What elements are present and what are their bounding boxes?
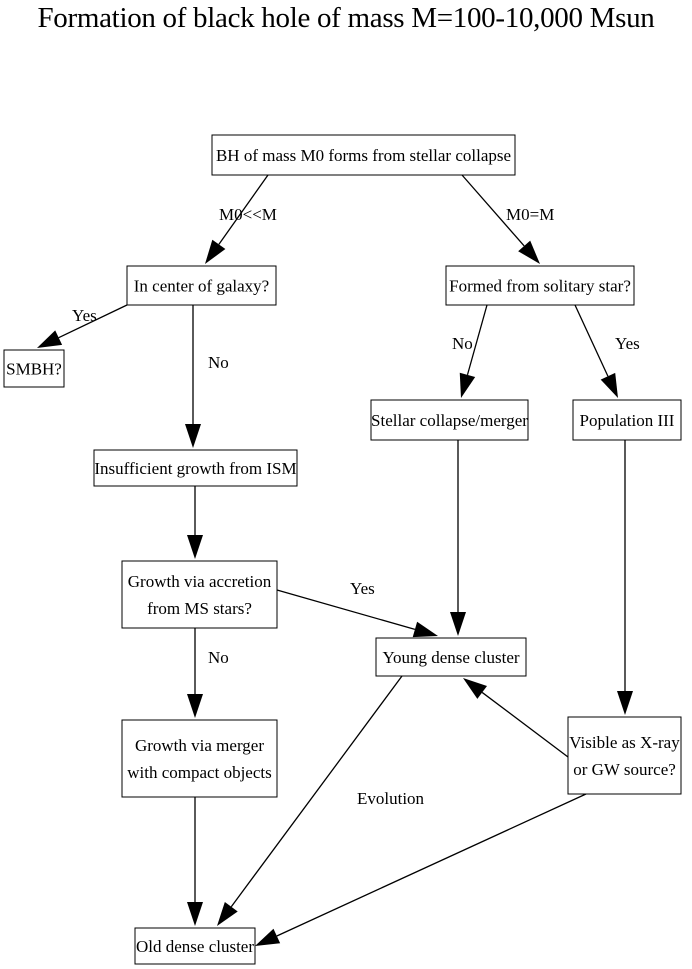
- arrowhead: [37, 330, 63, 348]
- node-box: [567, 716, 682, 795]
- edge-line: [218, 174, 269, 245]
- arrowhead: [187, 535, 203, 559]
- node-pop3: Population III: [572, 399, 682, 441]
- node-label: Insufficient growth from ISM: [94, 459, 296, 478]
- arrowhead: [518, 240, 540, 264]
- node-young: Young dense cluster: [375, 637, 527, 677]
- node-label: In center of galaxy?: [134, 277, 269, 296]
- node-center: In center of galaxy?: [126, 265, 277, 306]
- node-label: BH of mass M0 forms from stellar collaps…: [216, 146, 511, 165]
- edge-label: No: [208, 353, 229, 372]
- node-box: [572, 399, 682, 441]
- edge-center-to-insufficient: [185, 305, 201, 448]
- arrowhead: [412, 621, 438, 638]
- edge-line: [481, 691, 569, 758]
- edge-label: Yes: [615, 334, 640, 353]
- arrowhead: [459, 372, 476, 398]
- node-box: [134, 927, 256, 965]
- arrowhead: [255, 928, 281, 946]
- node-box: [93, 449, 298, 487]
- edge-label: Evolution: [357, 789, 425, 808]
- edge-bh-form-to-solitary: [461, 174, 540, 264]
- edge-line: [466, 304, 488, 376]
- edge-center-to-smbh: [37, 304, 128, 348]
- edge-bh-form-to-center: [205, 174, 269, 264]
- node-box: [121, 719, 278, 798]
- edge-insufficient-to-accretion: [187, 486, 203, 559]
- node-label: Young dense cluster: [382, 648, 519, 667]
- edge-line: [276, 793, 587, 937]
- arrowhead: [600, 372, 618, 398]
- edge-label: Yes: [72, 306, 97, 325]
- edge-line: [58, 304, 128, 339]
- edge-line: [230, 675, 403, 908]
- edge-line: [461, 174, 525, 247]
- node-old: Old dense cluster: [134, 927, 256, 965]
- diagram-title: Formation of black hole of mass M=100-10…: [37, 2, 655, 34]
- edges-layer: [37, 174, 633, 946]
- edge-label: M0=M: [506, 205, 554, 224]
- edge-merger-to-old: [187, 797, 203, 926]
- node-label: Growth via merger: [135, 736, 264, 755]
- arrowhead: [205, 239, 226, 264]
- edge-accretion-to-merger: [187, 628, 203, 718]
- edge-line: [574, 304, 609, 377]
- node-box: [445, 265, 635, 306]
- edge-visible-to-young: [463, 678, 569, 758]
- node-box: [370, 399, 529, 441]
- node-box: [211, 134, 516, 176]
- node-label: Population III: [580, 411, 675, 430]
- arrowhead: [185, 424, 201, 448]
- edge-accretion-to-young: [276, 589, 438, 638]
- node-label: or GW source?: [573, 760, 676, 779]
- node-label: Stellar collapse/merger: [371, 411, 528, 430]
- node-smbh: SMBH?: [3, 349, 65, 388]
- arrowhead: [450, 612, 466, 636]
- node-visible: Visible as X-ray or GW source?: [567, 716, 682, 795]
- node-label: Formed from solitary star?: [449, 277, 631, 296]
- arrowhead: [187, 902, 203, 926]
- node-label: from MS stars?: [147, 599, 252, 618]
- node-box: [121, 560, 278, 629]
- node-insufficient: Insufficient growth from ISM: [93, 449, 298, 487]
- node-label: with compact objects: [127, 763, 271, 782]
- node-stellar: Stellar collapse/merger: [370, 399, 529, 441]
- arrowhead: [617, 691, 633, 715]
- node-label: SMBH?: [6, 360, 62, 379]
- node-label: Growth via accretion: [128, 572, 272, 591]
- node-box: [126, 265, 277, 306]
- node-label: Old dense cluster: [136, 937, 254, 956]
- edge-stellar-to-young: [450, 440, 466, 636]
- node-label: Visible as X-ray: [569, 733, 680, 752]
- edge-solitary-to-stellar: [459, 304, 488, 398]
- edge-solitary-to-pop3: [574, 304, 618, 398]
- edge-pop3-to-visible: [617, 440, 633, 715]
- node-box: [3, 349, 65, 388]
- arrowhead: [217, 901, 238, 926]
- node-bh-form: BH of mass M0 forms from stellar collaps…: [211, 134, 516, 176]
- node-solitary: Formed from solitary star?: [445, 265, 635, 306]
- nodes-layer: BH of mass M0 forms from stellar collaps…: [3, 134, 682, 965]
- edge-label: M0<<M: [219, 205, 277, 224]
- edge-line: [276, 589, 416, 631]
- edge-label: No: [452, 334, 473, 353]
- node-merger: Growth via merger with compact objects: [121, 719, 278, 798]
- arrowhead: [187, 694, 203, 718]
- edge-visible-to-old: [255, 793, 587, 946]
- node-box: [375, 637, 527, 677]
- edge-young-to-old: [217, 675, 403, 926]
- edge-label: Yes: [350, 579, 375, 598]
- arrowhead: [463, 678, 487, 699]
- edge-label: No: [208, 648, 229, 667]
- node-accretion: Growth via accretion from MS stars?: [121, 560, 278, 629]
